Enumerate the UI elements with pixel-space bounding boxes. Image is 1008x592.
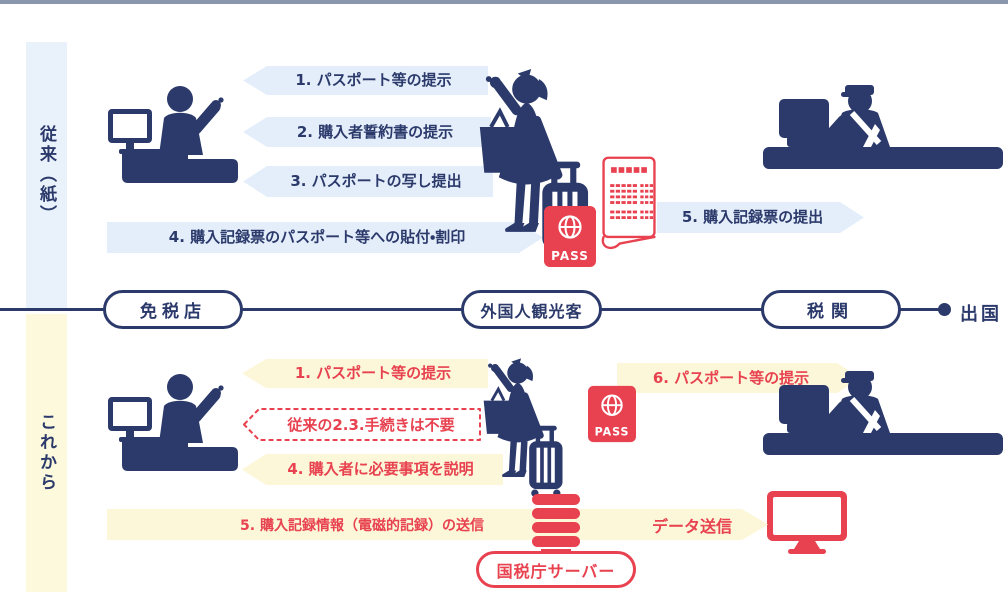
step-text: 1. パスポート等の提示 [294,364,452,382]
passport-label: PASS [551,249,589,263]
departure-label: 出国 [960,304,1002,325]
step-band-transmission: 5. 購入記録情報（電磁的記録）の送信 データ送信 [107,509,768,540]
departure-dot [938,303,951,316]
customs-officer-icon [763,371,1003,455]
step-bubble-trad-4: 4. 購入記録票のパスポート等への貼付・割印 [107,222,543,253]
passport-label: PASS [595,426,630,439]
shop-clerk-icon [108,374,238,471]
step-text: 1. パスポート等の提示 [295,71,452,89]
lane-upcoming: これから [26,314,67,592]
purchase-record-slip-icon [601,156,656,250]
step-text: 従来の2.3.手続きは不要 [287,416,455,434]
nta-server-label: 国税庁サーバー [496,561,616,581]
step-bubble-new-1: 1. パスポート等の提示 [242,359,488,388]
data-send-label: データ送信 [651,516,732,536]
step-bubble-trad-1: 1. パスポート等の提示 [243,66,488,95]
lane-traditional: 従来（紙） [26,42,67,308]
step-text: 5. 購入記録情報（電磁的記録）の送信 [240,517,484,534]
step-text: 6. パスポート等の提示 [652,368,810,387]
shop-clerk-icon [108,86,238,183]
top-border [0,0,1008,4]
station-label: 外国人観光客 [480,301,583,321]
step-bubble-trad-2: 2. 購入者誓約書の提示 [243,117,491,147]
tourist-icon [483,358,563,497]
step-bubble-skip: 従来の2.3.手続きは不要 [242,407,482,442]
station-customs: 税関 [761,290,901,329]
step-bubble-new-4: 4. 購入者に必要事項を説明 [242,454,503,485]
step-text: 5. 購入記録票の提出 [681,208,824,226]
step-text: 3. パスポートの写し提出 [290,172,462,190]
lane-label-upcoming: これから [36,413,56,493]
dashed-outline [243,408,481,441]
customs-monitor-icon [767,491,847,554]
passport-icon: PASS [544,206,596,267]
step-bubble-trad-5: 5. 購入記録票の提出 [657,202,864,233]
station-label: 税関 [807,302,855,322]
station-label: 免税店 [140,302,206,322]
step-text: 2. 購入者誓約書の提示 [296,122,454,141]
station-foreign-tourist: 外国人観光客 [461,290,602,329]
customs-officer-icon [763,85,1003,169]
lane-label-traditional: 従来（紙） [36,125,56,225]
step-text: 4. 購入者に必要事項を説明 [287,460,474,478]
step-text: 4. 購入記録票のパスポート等への貼付・割印 [168,228,466,246]
station-tax-free-shop: 免税店 [103,290,243,329]
step-bubble-trad-3: 3. パスポートの写し提出 [243,166,493,197]
passport-icon: PASS [588,385,636,443]
nta-server-pill: 国税庁サーバー [476,551,636,588]
